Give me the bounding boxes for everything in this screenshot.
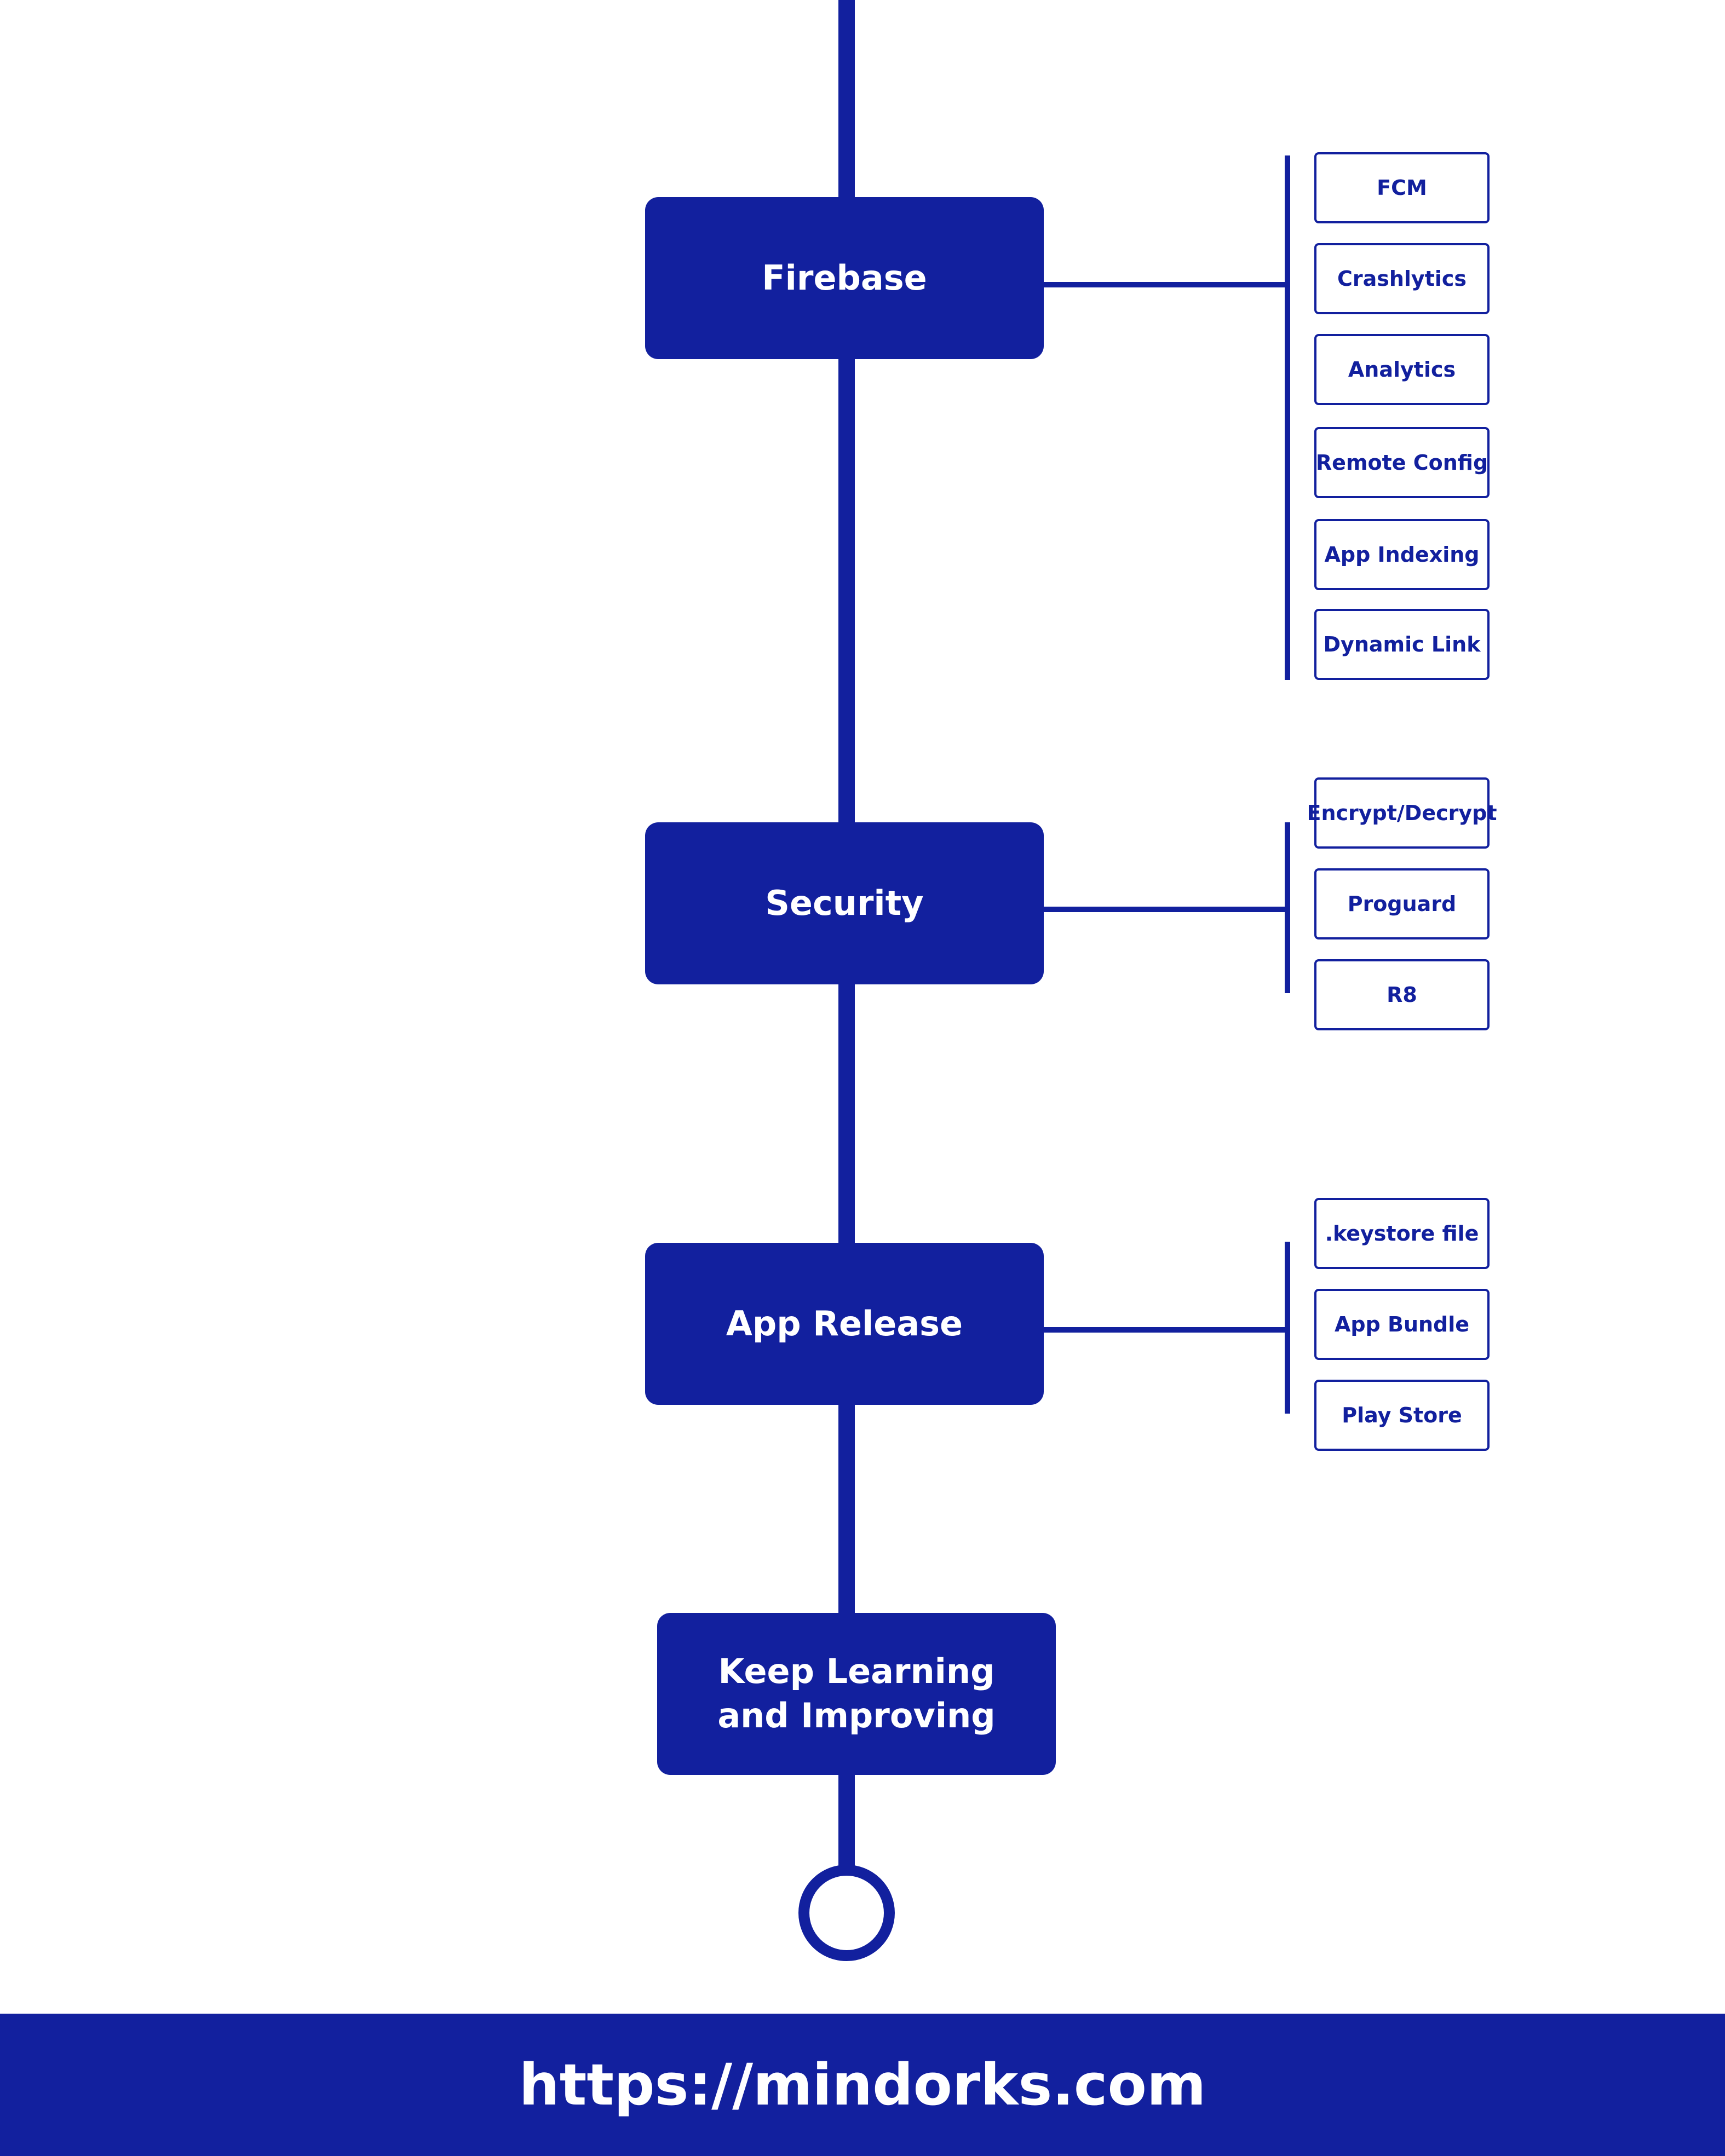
leaf-label: Proguard	[1347, 892, 1457, 916]
leaf-proguard: Proguard	[1314, 868, 1490, 939]
node-firebase-label: Firebase	[762, 257, 927, 298]
node-app-release: App Release	[645, 1243, 1044, 1405]
leaf-keystore-file: .keystore file	[1314, 1198, 1490, 1269]
leaf-label: Remote Config	[1315, 451, 1488, 475]
node-security: Security	[645, 822, 1044, 984]
bracket-app-release	[1285, 1242, 1290, 1414]
connector-security	[1044, 907, 1289, 912]
leaf-label: Crashlytics	[1337, 267, 1467, 291]
node-firebase: Firebase	[645, 197, 1044, 359]
connector-firebase	[1044, 282, 1289, 287]
spine-segment-4	[838, 1774, 855, 1868]
footer-bar: https://mindorks.com	[0, 2014, 1725, 2156]
node-app-release-label: App Release	[726, 1303, 963, 1344]
leaf-play-store: Play Store	[1314, 1380, 1490, 1451]
footer-url[interactable]: https://mindorks.com	[519, 2051, 1206, 2118]
leaf-label: Encrypt/Decrypt	[1307, 801, 1497, 825]
spine-segment-1	[838, 359, 855, 822]
leaf-app-indexing: App Indexing	[1314, 519, 1490, 590]
spine-segment-2	[838, 983, 855, 1243]
leaf-analytics: Analytics	[1314, 334, 1490, 405]
spine-segment-top	[838, 0, 855, 198]
node-keep-learning: Keep Learning and Improving	[657, 1613, 1056, 1775]
node-keep-learning-label: Keep Learning and Improving	[717, 1651, 996, 1736]
connector-app-release	[1044, 1327, 1289, 1333]
spine-segment-3	[838, 1404, 855, 1613]
leaf-r8: R8	[1314, 959, 1490, 1030]
leaf-encrypt-decrypt: Encrypt/Decrypt	[1307, 777, 1497, 849]
leaf-remote-config: Remote Config	[1314, 427, 1490, 498]
leaf-fcm: FCM	[1314, 152, 1490, 223]
leaf-label: Play Store	[1342, 1403, 1462, 1427]
leaf-label: Dynamic Link	[1323, 632, 1481, 656]
leaf-label: Analytics	[1348, 358, 1456, 382]
leaf-label: FCM	[1377, 176, 1427, 200]
leaf-label: R8	[1387, 983, 1417, 1007]
bracket-security	[1285, 822, 1290, 993]
leaf-crashlytics: Crashlytics	[1314, 243, 1490, 314]
leaf-dynamic-link: Dynamic Link	[1314, 609, 1490, 680]
bracket-firebase	[1285, 155, 1290, 680]
leaf-app-bundle: App Bundle	[1314, 1289, 1490, 1360]
leaf-label: App Indexing	[1324, 543, 1480, 567]
leaf-label: .keystore file	[1325, 1221, 1479, 1246]
node-security-label: Security	[765, 883, 924, 923]
leaf-label: App Bundle	[1334, 1312, 1470, 1336]
end-circle-icon	[798, 1865, 895, 1961]
